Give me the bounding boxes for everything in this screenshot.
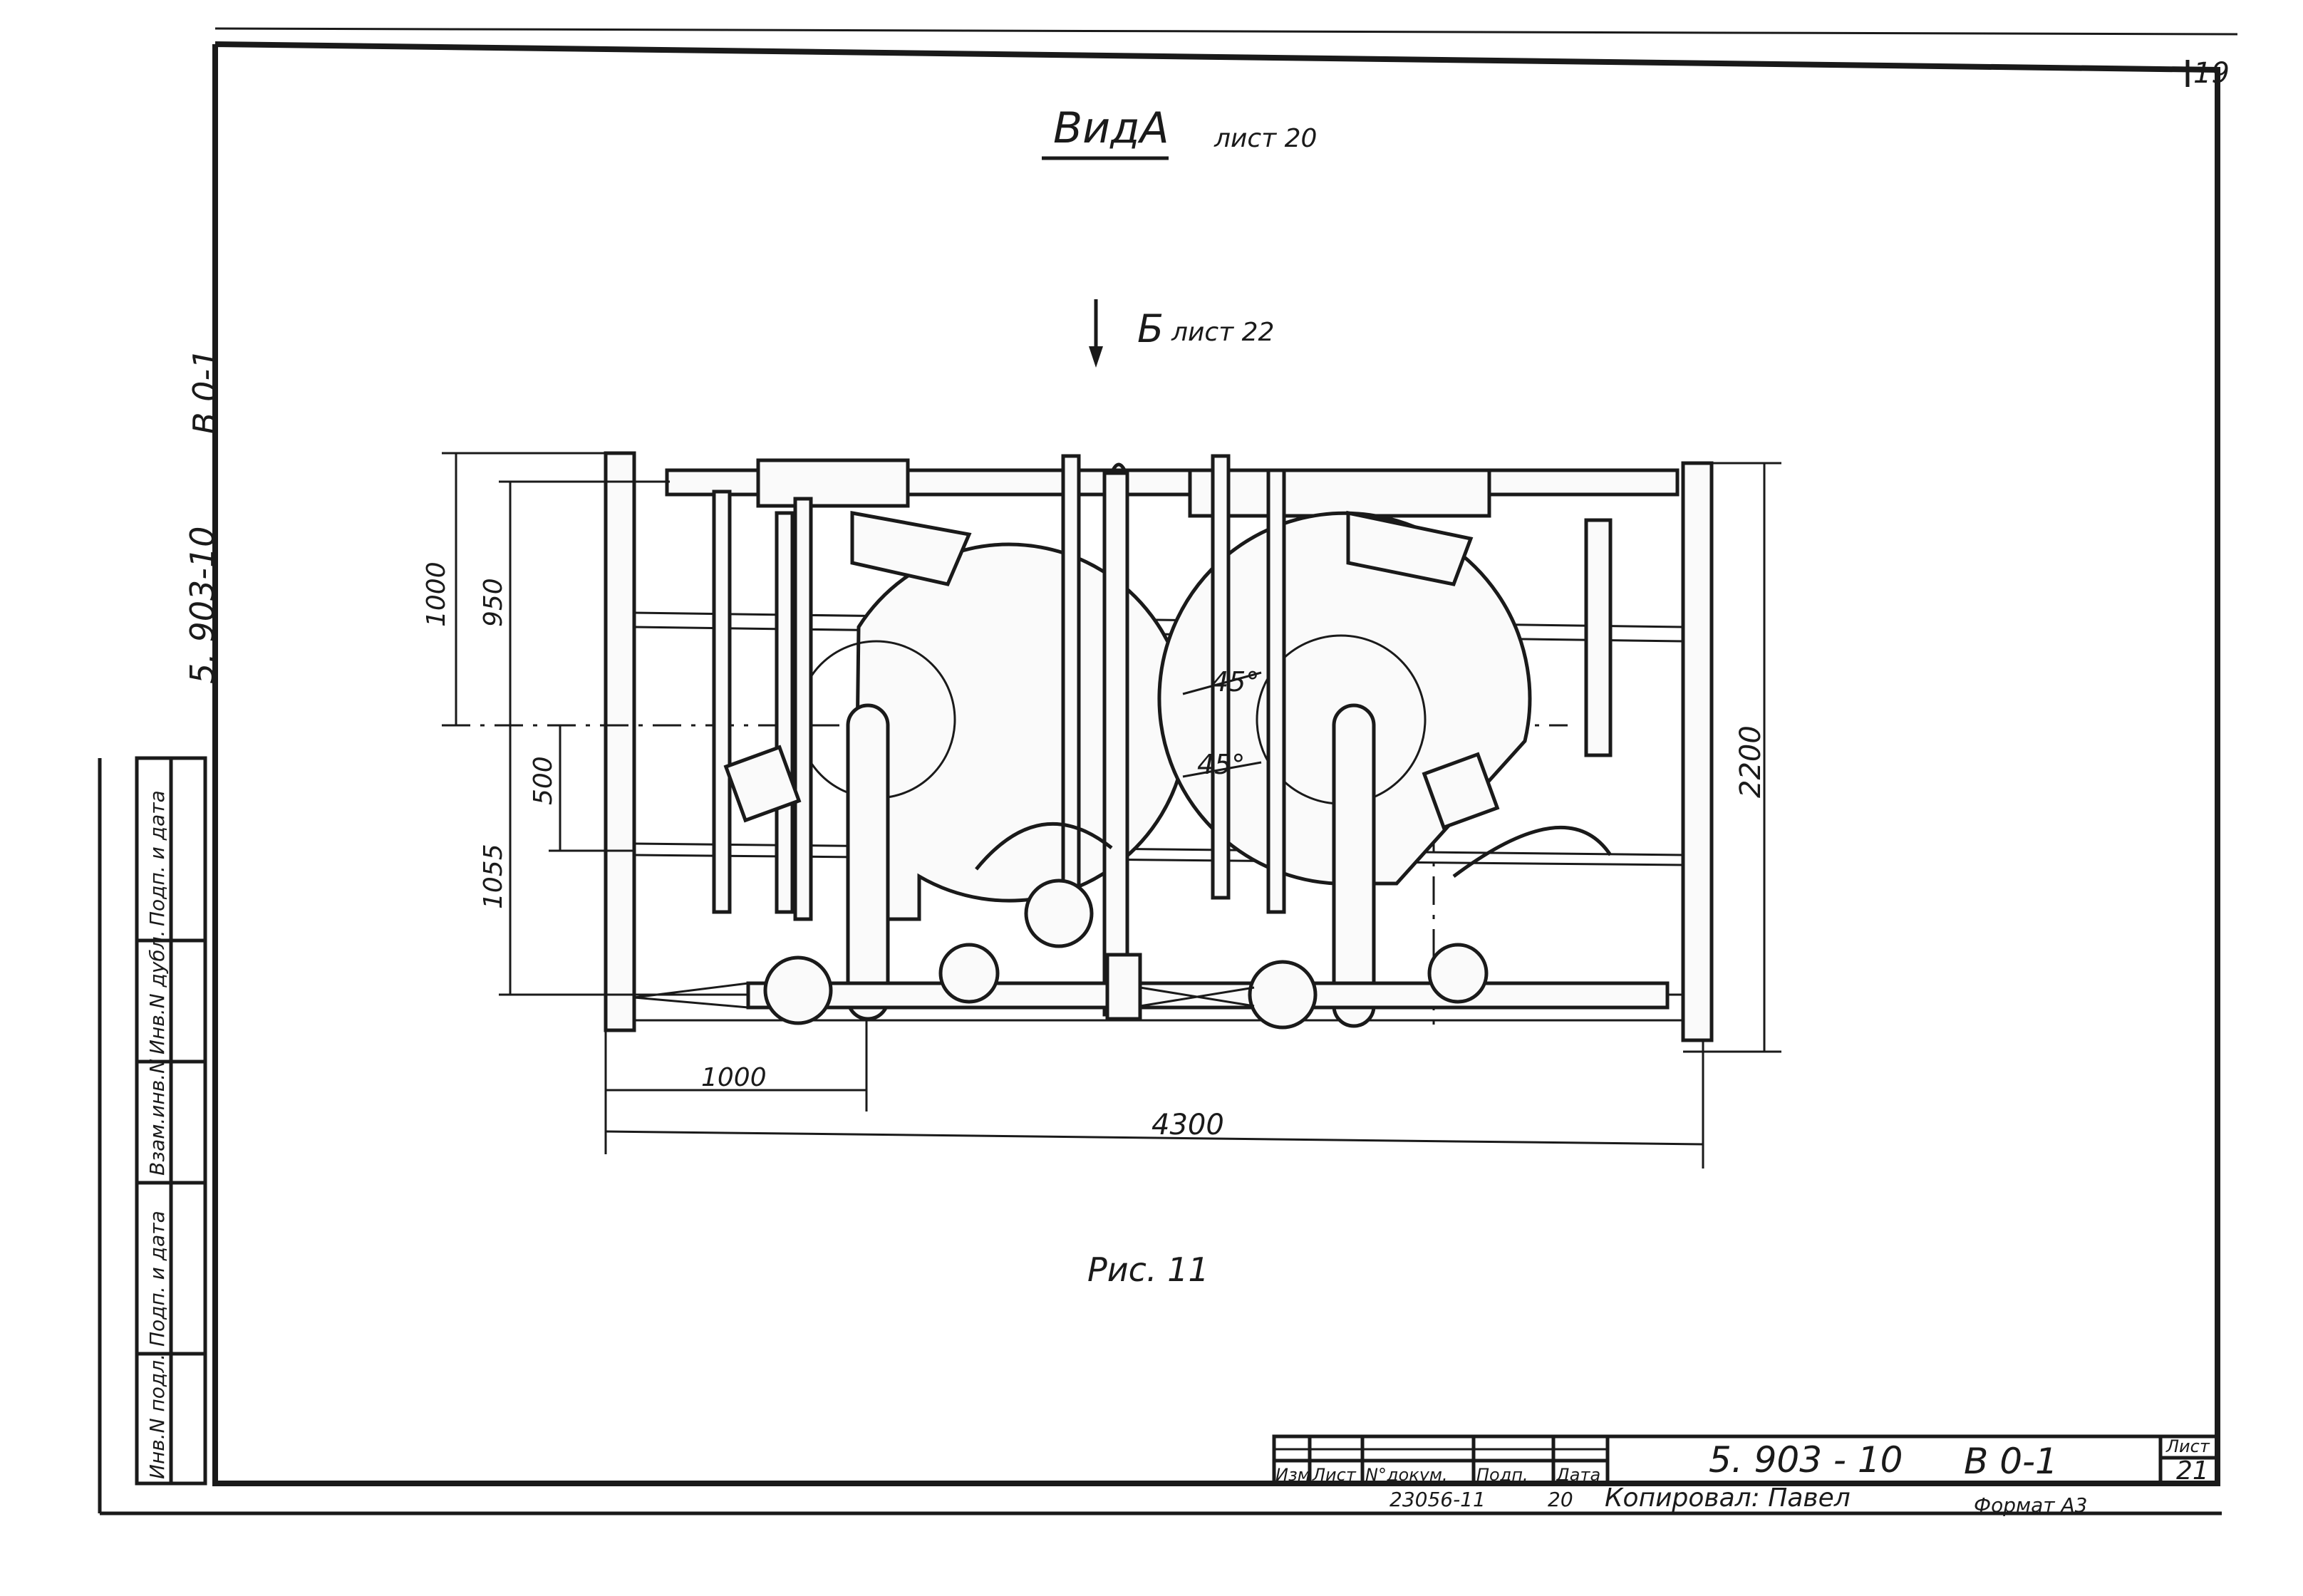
figure-caption: Рис. 11 [1087, 1250, 1209, 1289]
tb-header-podp: Подп. [1476, 1465, 1528, 1485]
left-inlet-flange [850, 511, 972, 586]
dim-950: 950 [479, 578, 508, 627]
tb-doc-sub: В 0-1 [1964, 1441, 2058, 1482]
tb-header-list: Лист [1312, 1465, 1357, 1485]
dim-4300: 4300 [1152, 1109, 1224, 1141]
right-frame-post [1681, 461, 1714, 1042]
tb-doc-code: 5. 903 - 10 [1709, 1439, 1903, 1481]
corner-sheet-number-text: 19 [2193, 57, 2230, 90]
stamp-vzam-inv: Взам.инв.N [145, 1059, 169, 1176]
view-title: ВидА лист 20 [1042, 103, 1317, 160]
tb-header-data: Дата [1556, 1465, 1600, 1485]
left-vertical-vessel [846, 703, 890, 1021]
right-inlet-flange [1346, 510, 1474, 586]
tb-order-number: 23056-11 [1389, 1488, 1486, 1511]
dimension-lines: 1000 950 500 1055 1000 4300 2200 [422, 452, 1781, 1168]
margin-code: 5. 903-10 [183, 527, 222, 684]
stamp-inv-dubl: Инв.N дубл. [145, 931, 169, 1055]
angle-labels: 45° 45° [1182, 666, 1262, 780]
tb-header-dokum: N°докум. [1365, 1465, 1448, 1485]
view-title-ref: лист 20 [1213, 124, 1317, 153]
left-margin-code: В 0-1 5. 903-10 [183, 348, 224, 684]
tb-sheet-number: 21 [2176, 1456, 2209, 1486]
section-ref: лист 22 [1171, 318, 1274, 347]
corner-sheet-number: 19 [2185, 57, 2230, 90]
stamp-sign-date-1: Подп. и дата [145, 790, 169, 926]
margin-code-top: В 0-1 [186, 348, 224, 435]
dim-2200: 2200 [1734, 725, 1767, 798]
left-frame-post [604, 451, 636, 1032]
tb-header-izm: Изм [1275, 1465, 1310, 1485]
dim-500: 500 [529, 756, 558, 805]
dim-1000-vertical: 1000 [422, 561, 451, 627]
tb-order-copy: 20 [1548, 1488, 1573, 1511]
view-title-text: ВидА [1053, 103, 1169, 153]
dim-1000-horizontal: 1000 [701, 1063, 767, 1092]
section-label: Б [1137, 306, 1164, 351]
angle-bottom-label: 45° [1197, 749, 1245, 780]
tb-format: Формат А3 [1974, 1493, 2087, 1517]
central-riser-pipe [1102, 471, 1129, 1017]
equipment-plan-view [442, 451, 1714, 1042]
angle-top-label: 45° [1211, 666, 1259, 698]
title-block: Изм Лист N°докум. Подп. Дата 5. 903 - 10… [1272, 1434, 2220, 1517]
section-arrow: Б лист 22 [1089, 299, 1274, 368]
stamp-inv-podl: Инв.N подл. [145, 1354, 169, 1479]
right-vertical-vessel [1332, 703, 1376, 1028]
dim-1055: 1055 [479, 844, 508, 909]
tb-copied-by: Копировал: Павел [1605, 1483, 1851, 1513]
stamp-sign-date-2: Подп. и дата [145, 1211, 169, 1347]
left-fan-housing [853, 542, 1189, 921]
left-margin-stamp: Подп. и дата Инв.N дубл. Взам.инв.N Подп… [135, 756, 207, 1486]
tb-sheet-label: Лист [2165, 1436, 2210, 1456]
